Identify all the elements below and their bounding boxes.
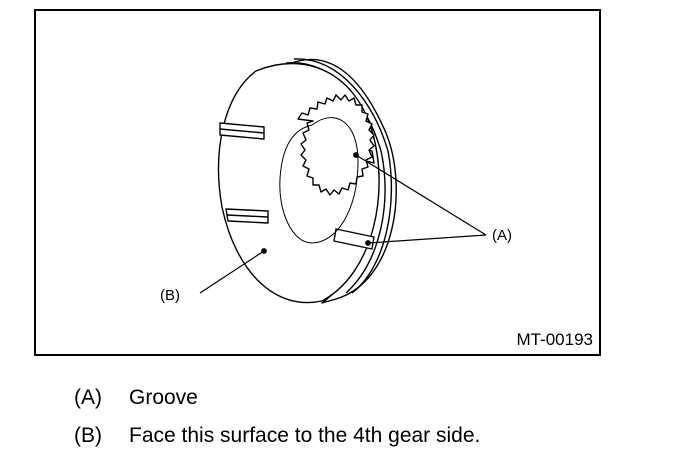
legend-text-b: Face this surface to the 4th gear side. (129, 424, 481, 447)
figure-frame: (A) (B) MT-00193 (34, 9, 601, 356)
legend-text-a: Groove (129, 386, 198, 409)
legend-key-a: (A) (74, 386, 102, 409)
legend-item-b: (B) Face this surface to the 4th gear sid… (74, 424, 480, 448)
splined-bore (297, 94, 375, 196)
callout-b: (B) (160, 287, 180, 304)
legend-item-a: (A) Groove (74, 386, 198, 410)
figure-id: MT-00193 (516, 330, 593, 349)
gear-hub-drawing (199, 58, 487, 304)
callout-a: (A) (492, 227, 512, 244)
legend-key-b: (B) (74, 424, 102, 447)
